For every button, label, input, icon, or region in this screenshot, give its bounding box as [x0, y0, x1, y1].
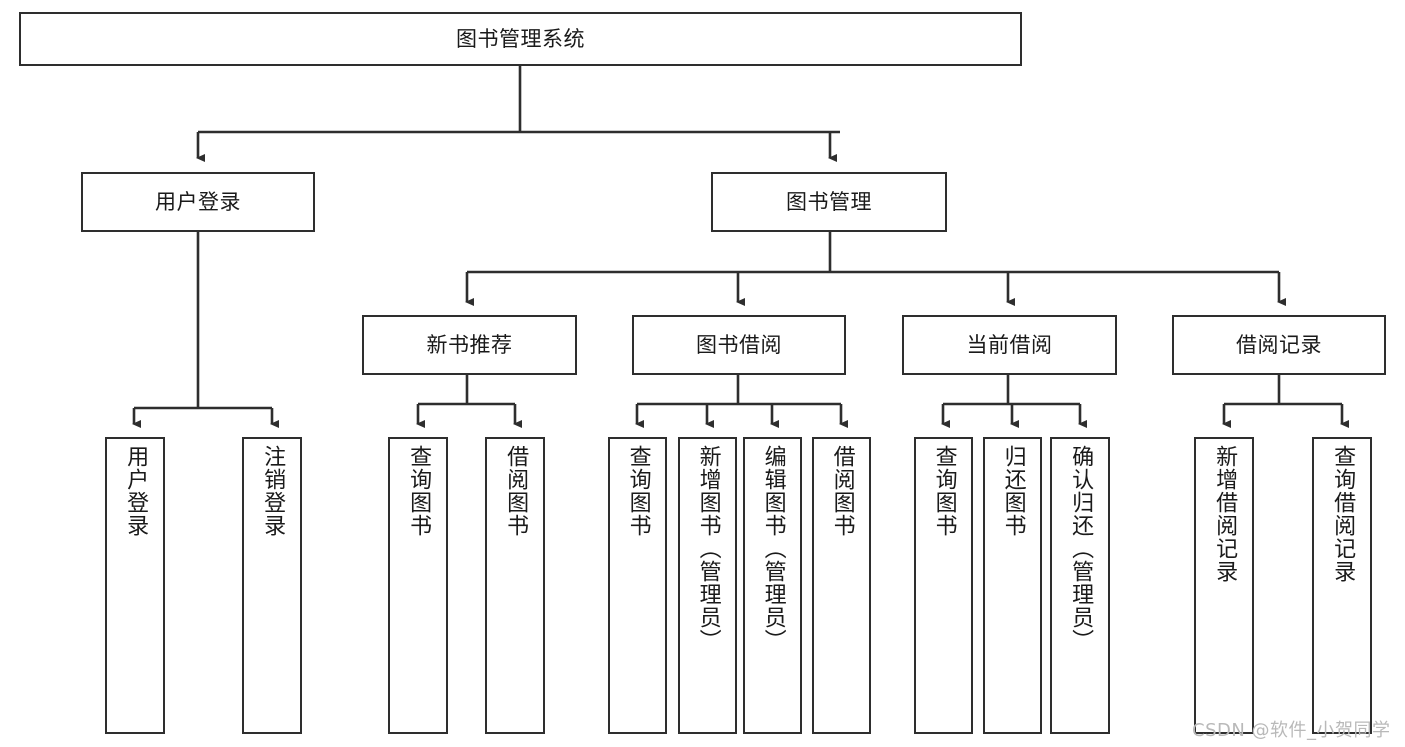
leaf-query-book-recommend[interactable]: 查询图书 [388, 437, 448, 734]
node-borrow-record[interactable]: 借阅记录 [1172, 315, 1386, 375]
leaf-query-book-borrow[interactable]: 查询图书 [608, 437, 667, 734]
node-new-book-recommend[interactable]: 新书推荐 [362, 315, 577, 375]
leaf-return-book[interactable]: 归还图书 [983, 437, 1042, 734]
node-root[interactable]: 图书管理系统 [19, 12, 1022, 66]
node-user-login[interactable]: 用户登录 [81, 172, 315, 232]
node-current-borrow[interactable]: 当前借阅 [902, 315, 1117, 375]
leaf-query-book-current[interactable]: 查询图书 [914, 437, 973, 734]
leaf-user-logout[interactable]: 注销登录 [242, 437, 302, 734]
leaf-add-borrow-record[interactable]: 新增借阅记录 [1194, 437, 1254, 734]
leaf-add-book[interactable]: 新增图书（管理员） [678, 437, 737, 734]
leaf-edit-book[interactable]: 编辑图书（管理员） [743, 437, 802, 734]
leaf-borrow-book-recommend[interactable]: 借阅图书 [485, 437, 545, 734]
leaf-confirm-return[interactable]: 确认归还（管理员） [1050, 437, 1110, 734]
leaf-query-borrow-record[interactable]: 查询借阅记录 [1312, 437, 1372, 734]
node-book-manage[interactable]: 图书管理 [711, 172, 947, 232]
leaf-user-login[interactable]: 用户登录 [105, 437, 165, 734]
csdn-watermark: CSDN @软件_小贺同学 [1192, 720, 1391, 741]
leaf-borrow-book[interactable]: 借阅图书 [812, 437, 871, 734]
node-book-borrow[interactable]: 图书借阅 [632, 315, 846, 375]
